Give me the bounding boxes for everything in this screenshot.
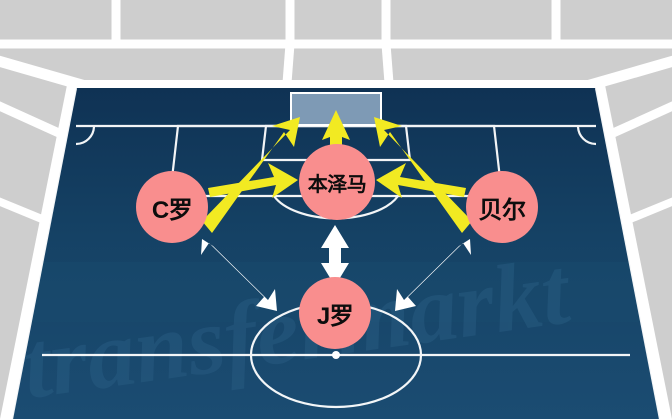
attack-arrow-bl-goal: [374, 117, 472, 233]
player-token-cr[interactable]: C罗: [136, 171, 208, 243]
player-token-bl[interactable]: 贝尔: [466, 171, 538, 243]
attack-arrow-cr-bz: [208, 163, 298, 198]
attack-arrow-bz-goal: [322, 110, 350, 168]
player-label-bz: 本泽马: [307, 173, 367, 196]
movement-arrows: [201, 225, 471, 311]
center-spot: [332, 351, 340, 359]
attack-arrow-bl-bz: [376, 163, 466, 198]
corner-arc-left: [75, 125, 96, 146]
attack-arrows: [202, 110, 472, 233]
attack-arrow-cr-goal: [202, 117, 300, 233]
player-label-cr: C罗: [151, 196, 193, 224]
touchline-right: [594, 87, 662, 419]
player-token-jr[interactable]: J罗: [299, 277, 371, 349]
player-label-jr: J罗: [316, 302, 354, 330]
corner-arc-right: [576, 125, 597, 146]
player-token-bz[interactable]: 本泽马: [299, 144, 375, 220]
player-label-bl: 贝尔: [478, 196, 527, 224]
movement-arrow-bl-jr: [395, 239, 471, 311]
touchline-left: [10, 87, 78, 419]
movement-arrow-cr-jr: [201, 239, 277, 311]
movement-arrow-bz-jr: [321, 225, 349, 286]
